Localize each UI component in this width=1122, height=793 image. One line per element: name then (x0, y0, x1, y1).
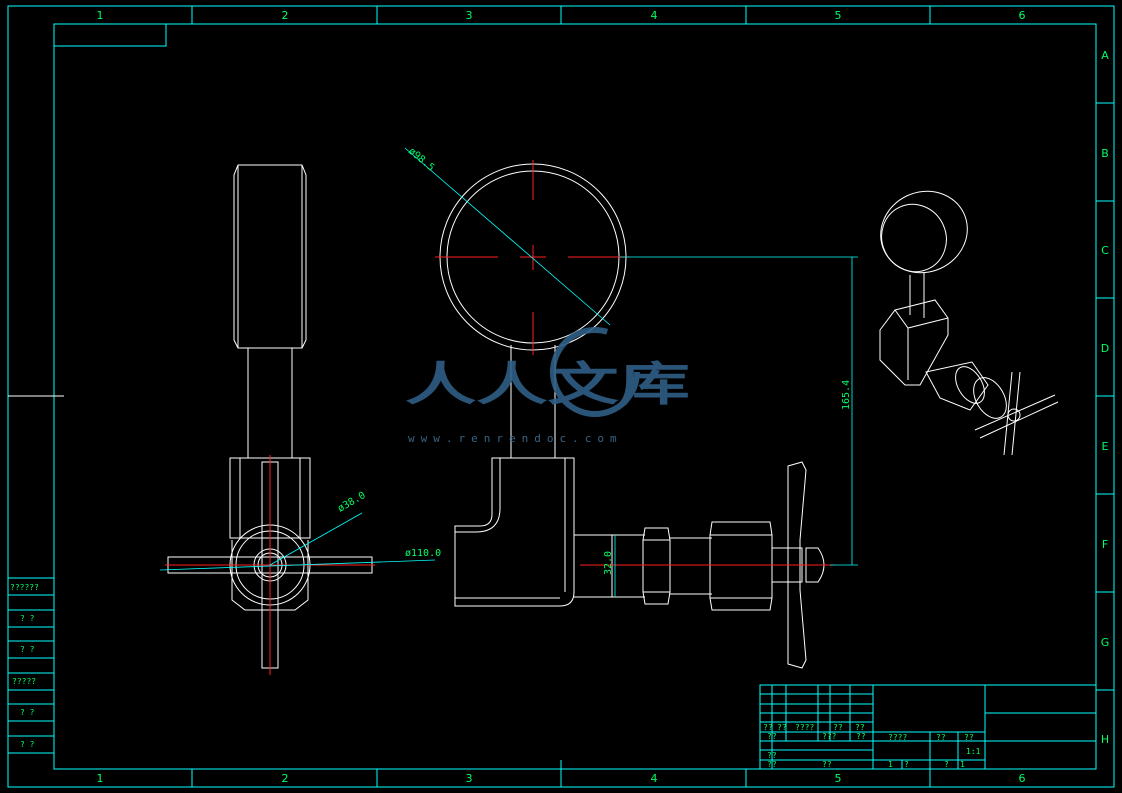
top-zone-strip: 1 2 3 4 5 6 (97, 6, 1026, 24)
tb-label-4: ??? (822, 732, 837, 741)
left-label-4: ????? (12, 677, 36, 686)
tb-label-3: ???? (795, 723, 814, 732)
tb-row3-1: ?? (767, 751, 777, 760)
tb-row2-2: ?? (856, 732, 866, 741)
bottom-zone-4: 4 (651, 772, 658, 785)
top-zone-4: 4 (651, 9, 658, 22)
right-zone-H: H (1101, 733, 1109, 746)
dim-handle-small: ø38.0 (336, 490, 368, 515)
left-label-6: ? ? (20, 740, 35, 749)
right-zone-G: G (1101, 636, 1110, 649)
tb-scale: 1:1 (966, 747, 981, 756)
dim-height: 165.4 (841, 380, 852, 410)
tb-mid-3: ?? (964, 733, 974, 742)
dim-bore: 32.0 (603, 551, 614, 575)
right-zone-strip: A B C D E F G H (1096, 49, 1114, 746)
top-zone-5: 5 (835, 9, 842, 22)
bottom-zone-strip: 1 2 3 4 5 6 (97, 760, 1026, 787)
bottom-zone-3: 3 (466, 772, 473, 785)
left-label-2: ? ? (20, 614, 35, 623)
bottom-zone-1: 1 (97, 772, 104, 785)
dim-handle-large: ø110.0 (405, 548, 441, 559)
front-view: ø98.5 32.0 165.4 (404, 146, 858, 669)
tb-sheet-2: ? (904, 760, 909, 769)
tb-mid-2: ?? (936, 733, 946, 742)
tb-row2-1: ?? (767, 732, 777, 741)
watermark-url: www.renrendoc.com (408, 432, 623, 445)
dim-gauge-diameter: ø98.5 (406, 146, 436, 174)
isometric-view (879, 190, 1059, 456)
watermark: 人人文库 www.renrendoc.com (405, 327, 690, 445)
left-label-5: ? ? (20, 708, 35, 717)
watermark-chars: 人人文库 (405, 357, 690, 411)
bottom-zone-2: 2 (282, 772, 289, 785)
tb-row3-2: ?? (767, 760, 777, 769)
left-label-3: ? ? (20, 645, 35, 654)
side-view: ø38.0 ø110.0 (159, 164, 441, 675)
tb-label-6: ?? (855, 723, 865, 732)
right-zone-C: C (1101, 244, 1109, 257)
tb-mid-1: ???? (888, 733, 907, 742)
top-zone-1: 1 (97, 9, 104, 22)
right-zone-D: D (1101, 342, 1109, 355)
right-zone-E: E (1102, 440, 1109, 453)
tb-label-5: ?? (833, 723, 843, 732)
tb-sheet-1: 1 (888, 760, 893, 769)
right-zone-A: A (1101, 49, 1109, 62)
tb-label-2: ?? (777, 723, 787, 732)
top-zone-3: 3 (466, 9, 473, 22)
bottom-zone-6: 6 (1019, 772, 1026, 785)
right-zone-F: F (1102, 538, 1108, 551)
tb-sheet-4: 1 (960, 760, 965, 769)
tb-row3-3: ?? (822, 760, 832, 769)
watermark-ring (550, 327, 640, 417)
tb-sheet-3: ? (944, 760, 949, 769)
left-strip: ?????? ? ? ? ? ????? ? ? ? ? (8, 23, 167, 754)
title-block: ?? ?? ???? ??? ?? ?? ?? ?? ?? ?? ?? ????… (759, 684, 1097, 770)
top-zone-6: 6 (1019, 9, 1026, 22)
top-zone-2: 2 (282, 9, 289, 22)
right-zone-B: B (1101, 147, 1109, 160)
bottom-zone-5: 5 (835, 772, 842, 785)
tb-label-1: ?? (763, 723, 773, 732)
left-label-1: ?????? (10, 583, 39, 592)
